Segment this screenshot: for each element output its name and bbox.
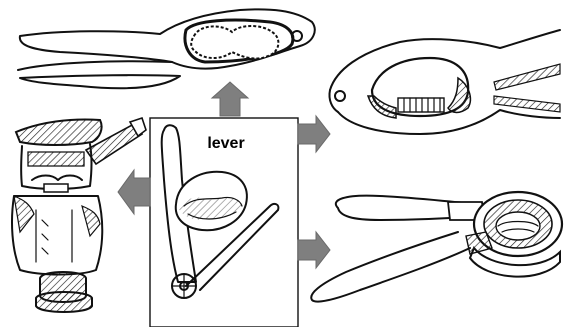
arrow-right-upper (298, 116, 330, 152)
lever-diagram-box: lever (150, 118, 298, 327)
arrow-right-lower (298, 232, 330, 268)
nutcracker-pliers-icon (18, 9, 315, 88)
arrow-up (212, 82, 248, 116)
pliers-closeup-icon (329, 30, 560, 134)
bowl-nutcracker-icon (311, 192, 562, 302)
lever-label: lever (207, 135, 244, 152)
arrow-left (118, 170, 150, 214)
wooden-soldier-nutcracker-icon (12, 118, 146, 312)
